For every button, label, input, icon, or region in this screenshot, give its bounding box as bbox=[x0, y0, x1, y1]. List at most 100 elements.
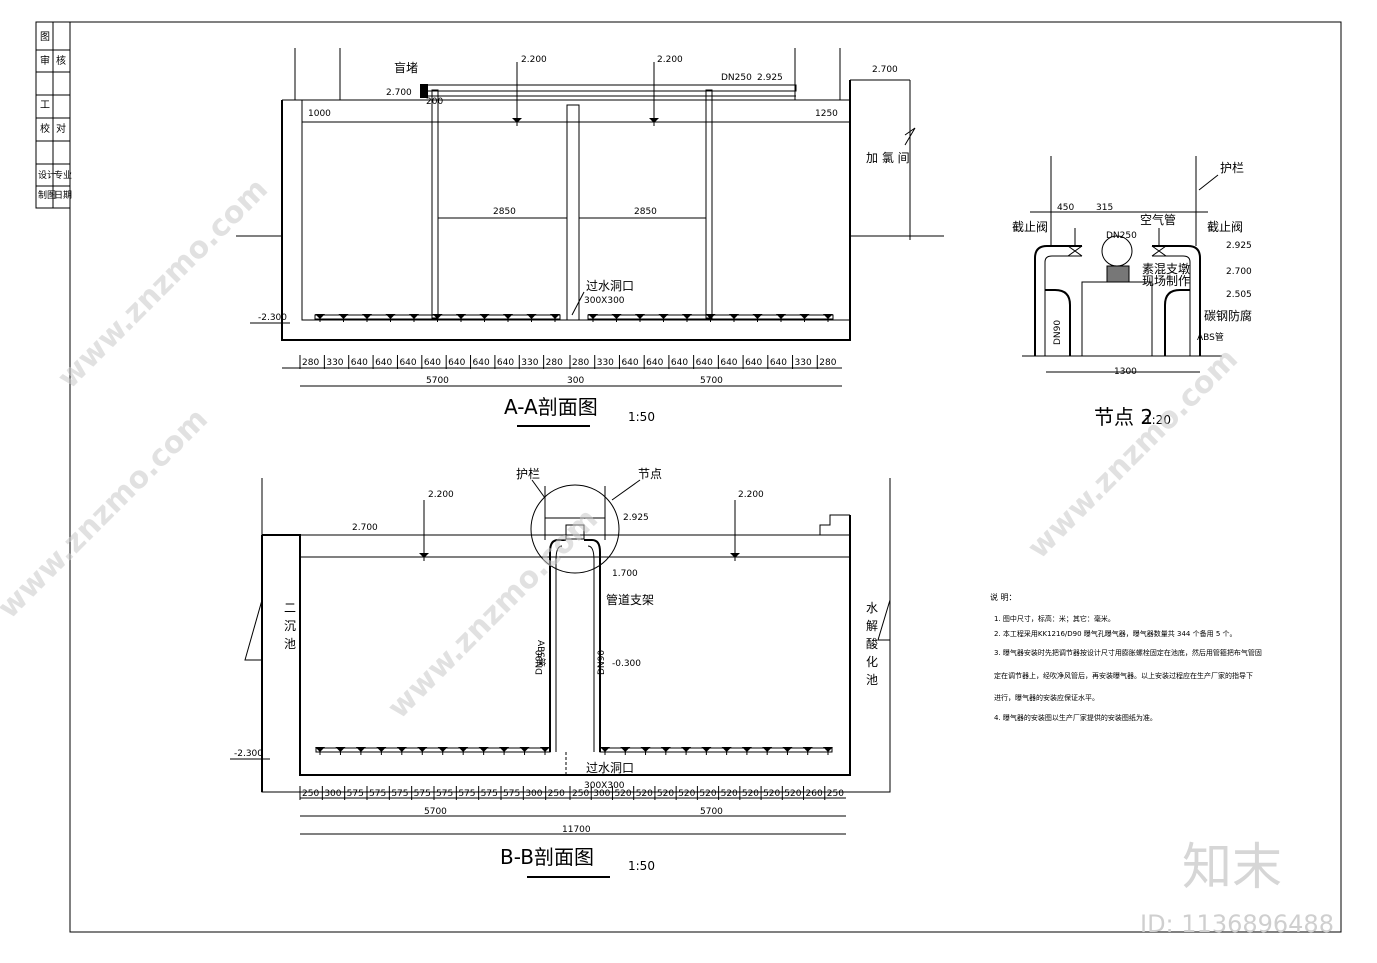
dim-label: 575 bbox=[436, 789, 453, 799]
aa-air-main bbox=[423, 84, 797, 92]
dim-label: 640 bbox=[497, 358, 514, 368]
dim-label: 640 bbox=[646, 358, 663, 368]
dim-label: 640 bbox=[448, 358, 465, 368]
node2-support-label2: 现场制作 bbox=[1142, 274, 1190, 288]
bb-elev-1700: 1.700 bbox=[612, 569, 638, 579]
node2-dn90: DN90 bbox=[1053, 320, 1063, 345]
aa-dim-2850b: 2850 bbox=[634, 207, 657, 217]
section-bb: 护栏 节点 2.200 2.200 2.700 2.925 1.700 管道支架… bbox=[230, 466, 891, 878]
diffuser bbox=[385, 313, 396, 323]
watermark: www.znzmo.com www.znzmo.com www.znzmo.co… bbox=[0, 172, 1334, 938]
node2-railing: 护栏 bbox=[1220, 160, 1244, 175]
aa-dim-5700a: 5700 bbox=[426, 376, 449, 386]
node2-steel: 碳钢防腐 bbox=[1204, 308, 1252, 323]
node2-valve-left: 截止阀 bbox=[1012, 220, 1048, 234]
note-3c: 进行，曝气器的安装应保证水平。 bbox=[994, 693, 1099, 702]
tb-cell-7: 设计 bbox=[38, 169, 56, 181]
dim-label: 640 bbox=[770, 358, 787, 368]
dim-label: 250 bbox=[548, 789, 565, 799]
aa-dim-5700b: 5700 bbox=[700, 376, 723, 386]
diffuser bbox=[781, 746, 793, 756]
diffuser bbox=[437, 746, 449, 756]
diffuser bbox=[681, 313, 693, 323]
dim-label: 640 bbox=[745, 358, 762, 368]
node2-title: 节点 2 bbox=[1094, 405, 1153, 429]
bb-dim-5700a: 5700 bbox=[424, 807, 447, 817]
dim-label: 640 bbox=[399, 358, 416, 368]
dim-label: 520 bbox=[721, 789, 738, 799]
diffuser bbox=[355, 746, 367, 756]
diffuser bbox=[752, 313, 763, 323]
node2-dim-1300: 1300 bbox=[1114, 367, 1137, 377]
diffuser bbox=[599, 746, 611, 756]
diffuser bbox=[539, 746, 551, 756]
aa-elev-m2300: -2.300 bbox=[258, 313, 287, 323]
diffuser bbox=[408, 313, 420, 323]
dim-label: 575 bbox=[347, 789, 364, 799]
diffuser bbox=[314, 313, 326, 323]
dim-label: 575 bbox=[414, 789, 431, 799]
diffuser bbox=[502, 313, 514, 323]
svg-text:酸: 酸 bbox=[866, 636, 878, 651]
dim-label: 575 bbox=[458, 789, 475, 799]
tb-cell-6: 对 bbox=[56, 122, 66, 135]
dim-label: 300 bbox=[525, 789, 542, 799]
bb-node-circle bbox=[530, 484, 620, 574]
aa-dim-2850a: 2850 bbox=[493, 207, 516, 217]
note-3: 3. 曝气器安装时先把调节器按设计尺寸用膨胀螺栓固定在池底，然后用管箍把布气管固 bbox=[994, 648, 1262, 657]
node2-air-pipe: 空气管 bbox=[1140, 212, 1176, 227]
node2-support bbox=[1081, 281, 1153, 357]
bb-opening-size: 300X300 bbox=[584, 781, 625, 791]
diffuser bbox=[549, 313, 561, 323]
node2-dn250: DN250 bbox=[1106, 231, 1137, 241]
diffuser bbox=[334, 746, 346, 756]
node-2-detail: 护栏 450 315 截止阀 空气管 DN250 截止阀 2.925 2.700… bbox=[1012, 156, 1252, 429]
dim-label: 520 bbox=[699, 789, 716, 799]
bb-dn90b: DN90 bbox=[597, 650, 607, 675]
aa-blind-plate-label: 盲堵 bbox=[394, 60, 418, 75]
svg-text:池: 池 bbox=[284, 637, 296, 651]
dim-label: 280 bbox=[819, 358, 836, 368]
note-2: 2. 本工程采用KK1216/D90 曝气孔曝气器，曝气器数量共 344 个备用… bbox=[994, 629, 1237, 638]
node2-scale: 1:20 bbox=[1144, 413, 1171, 427]
aa-pipe-dn250: DN250 bbox=[721, 73, 752, 83]
bb-tank-right-label: 水 解 酸 化 池 bbox=[866, 601, 878, 687]
aa-tank-outline bbox=[281, 80, 851, 341]
diffuser bbox=[775, 313, 787, 323]
bb-elev-2700: 2.700 bbox=[352, 523, 378, 533]
diffuser bbox=[761, 746, 773, 756]
bb-title: B-B剖面图 bbox=[500, 845, 594, 869]
node2-dim-450: 450 bbox=[1057, 203, 1074, 213]
aa-dim-1000: 1000 bbox=[308, 109, 331, 119]
diffuser bbox=[660, 746, 672, 756]
aa-opening-label: 过水洞口 bbox=[586, 279, 634, 293]
diffuser bbox=[519, 746, 531, 756]
bb-dim-11700: 11700 bbox=[562, 825, 591, 835]
diffuser bbox=[455, 313, 467, 323]
bb-elev-2925: 2.925 bbox=[623, 513, 649, 523]
diffuser bbox=[498, 746, 510, 756]
aa-dim-300: 300 bbox=[567, 376, 584, 386]
node2-valve-right: 截止阀 bbox=[1207, 220, 1243, 234]
tb-cell-1: 图 bbox=[40, 31, 50, 43]
bb-abs: ABS管 bbox=[535, 640, 547, 667]
aa-dim-200: 200 bbox=[426, 97, 443, 107]
tb-cell-5: 校 bbox=[40, 122, 50, 135]
dim-label: 250 bbox=[302, 789, 319, 799]
bb-tank-left-label: 二 沉 池 bbox=[284, 601, 296, 651]
bb-node: 节点 bbox=[638, 467, 662, 481]
diffuser bbox=[802, 746, 814, 756]
tb-cell-4: 工 bbox=[40, 100, 50, 111]
watermark-site-3: www.znzmo.com bbox=[0, 402, 215, 626]
aa-opening-size: 300X300 bbox=[584, 296, 625, 306]
dim-label: 520 bbox=[614, 789, 631, 799]
dim-label: 250 bbox=[572, 789, 589, 799]
dim-label: 640 bbox=[696, 358, 713, 368]
diffuser bbox=[680, 746, 692, 756]
note-1: 1. 图中尺寸，标高：米；其它：毫米。 bbox=[994, 614, 1115, 623]
diffuser bbox=[526, 313, 537, 323]
aa-dim-1250: 1250 bbox=[815, 109, 838, 119]
bb-elev-m2300: -2.300 bbox=[234, 749, 263, 759]
tb-cell-8: 制图 bbox=[38, 189, 56, 201]
